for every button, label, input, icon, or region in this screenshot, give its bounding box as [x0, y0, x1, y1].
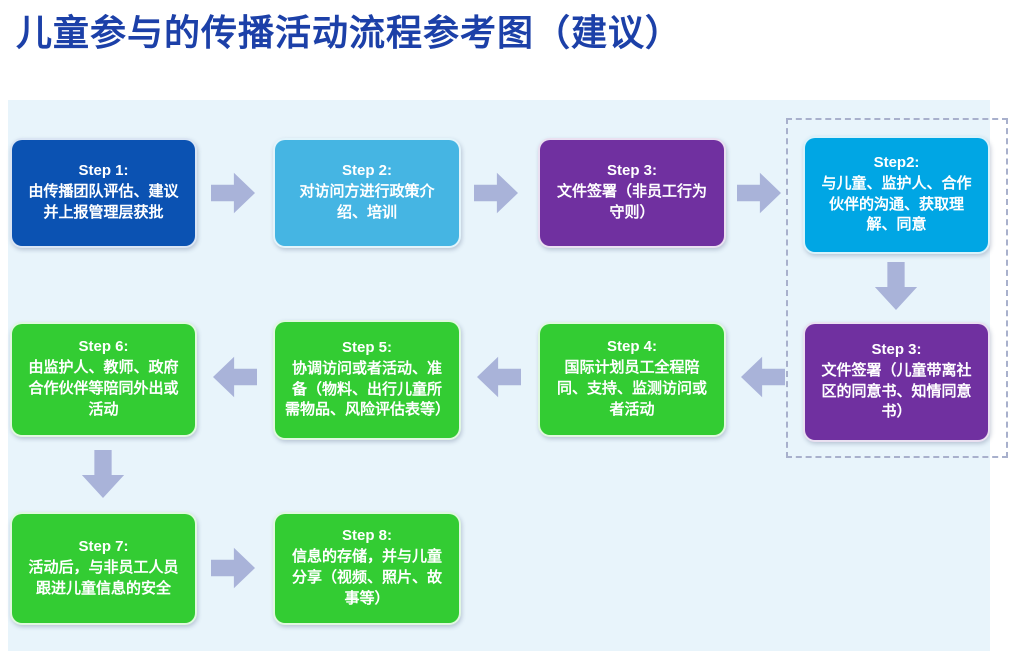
step8-box: Step 8: 信息的存储，并与儿童分享（视频、照片、故事等） — [273, 512, 461, 625]
step-text: 由监护人、教师、政府合作伙伴等陪同外出或活动 — [28, 359, 179, 418]
step-heading: Step2: — [873, 153, 920, 171]
dashed-group-outline — [786, 118, 1008, 458]
step3-box: Step 3: 文件签署（非员工行为守则） — [538, 138, 726, 248]
step-text: 由传播团队评估、建议并上报管理层获批 — [28, 183, 179, 221]
step2b-consent-box: Step2: 与儿童、监护人、合作伙伴的沟通、获取理解、同意 — [803, 136, 990, 254]
step-text: 国际计划员工全程陪同、支持、监测访问或者活动 — [556, 359, 707, 418]
step-text: 与儿童、监护人、合作伙伴的沟通、获取理解、同意 — [821, 174, 972, 234]
step-heading: Step 6: — [78, 338, 129, 356]
step-text: 协调访问或者活动、准备（物料、出行儿童所需物品、风险评估表等） — [285, 359, 451, 419]
step2-box: Step 2: 对访问方进行政策介绍、培训 — [273, 138, 461, 248]
step-text: 文件签署（非员工行为守则） — [556, 183, 707, 221]
step-heading: Step 3: — [871, 340, 922, 358]
step-heading: Step 8: — [341, 527, 392, 545]
step-heading: Step 1: — [78, 162, 129, 180]
step6-box: Step 6: 由监护人、教师、政府合作伙伴等陪同外出或活动 — [10, 322, 197, 437]
step-heading: Step 5: — [341, 338, 392, 356]
step-heading: Step 3: — [606, 162, 657, 180]
step-text: 活动后，与非员工人员跟进儿童信息的安全 — [28, 558, 179, 597]
step4-box: Step 4: 国际计划员工全程陪同、支持、监测访问或者活动 — [538, 322, 726, 437]
step-text: 文件签署（儿童带离社区的同意书、知情同意书） — [821, 361, 972, 421]
step1-box: Step 1: 由传播团队评估、建议并上报管理层获批 — [10, 138, 197, 248]
page-title: 儿童参与的传播活动流程参考图（建议） — [16, 12, 683, 53]
step-heading: Step 4: — [606, 338, 657, 356]
step-text: 对访问方进行政策介绍、培训 — [299, 183, 435, 221]
step7-box: Step 7: 活动后，与非员工人员跟进儿童信息的安全 — [10, 512, 197, 625]
step-text: 信息的存储，并与儿童分享（视频、照片、故事等） — [291, 548, 442, 607]
step-heading: Step 7: — [78, 537, 129, 555]
step5-box: Step 5: 协调访问或者活动、准备（物料、出行儿童所需物品、风险评估表等） — [273, 320, 461, 440]
step3b-signing-box: Step 3: 文件签署（儿童带离社区的同意书、知情同意书） — [803, 322, 990, 442]
step-heading: Step 2: — [341, 162, 392, 180]
